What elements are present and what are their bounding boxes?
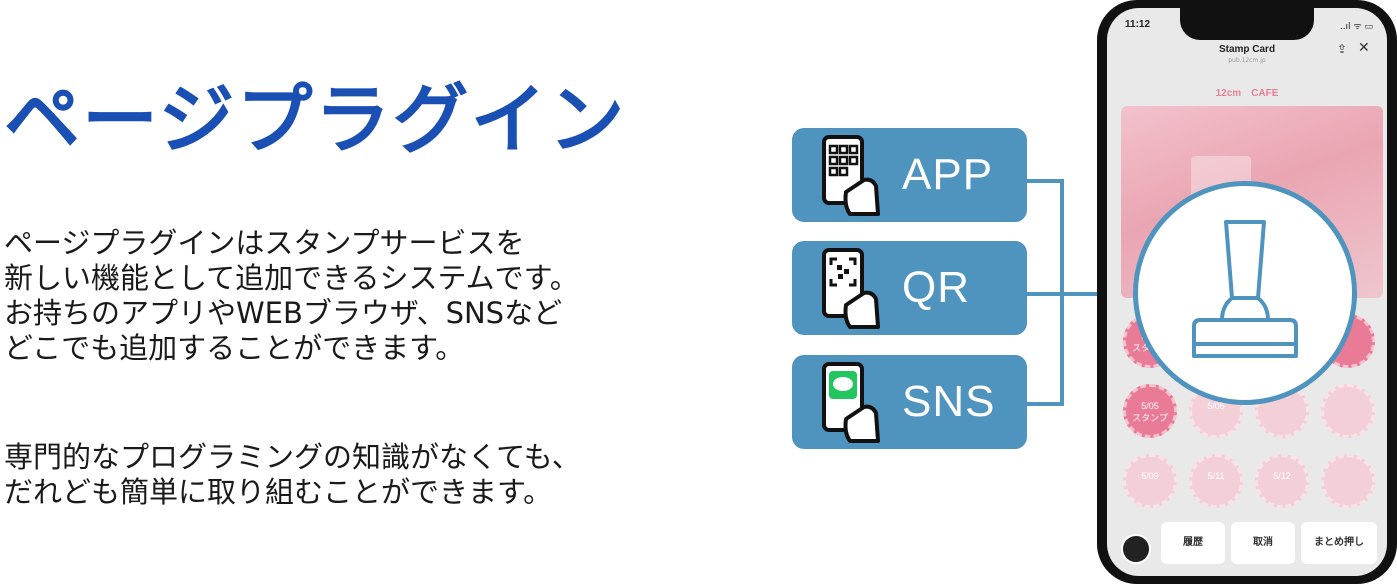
stamp-text: スタンプ — [1132, 413, 1168, 423]
description-line: 新しい機能として追加できるシステムです。 — [4, 261, 579, 295]
channel-card-qr: QR — [792, 241, 1027, 335]
description-line: 専門的なプログラミングの知識がなくても、 — [4, 440, 581, 474]
description-line: だれども簡単に取り組むことができます。 — [4, 475, 553, 509]
description-paragraph-2: 専門的なプログラミングの知識がなくても、 だれども簡単に取り組むことができます。 — [4, 440, 581, 510]
stamp-date: 5/05 — [1207, 401, 1225, 411]
status-icons: ..ıl ᯤ ▭ — [1339, 22, 1373, 32]
stamp-slot: 5/09 — [1123, 454, 1177, 508]
close-icon[interactable]: ✕ — [1358, 40, 1370, 56]
stamp-slot — [1321, 384, 1375, 438]
stamp-slot: 5/05 スタンプ — [1123, 384, 1177, 438]
stamp-slot — [1321, 454, 1375, 508]
app-grid-phone-icon — [822, 135, 880, 216]
cancel-button[interactable]: 取消 — [1231, 522, 1295, 564]
stamp-date: 5/09 — [1141, 471, 1159, 481]
description-line: ページプラグインはスタンプサービスを — [4, 226, 525, 260]
phone-notch — [1180, 8, 1314, 40]
stamp-icon — [1192, 220, 1298, 358]
description-line: お持ちのアプリやWEBブラウザ、SNSなど — [4, 296, 563, 330]
magnifier-circle — [1133, 181, 1357, 405]
avatar[interactable] — [1121, 534, 1151, 564]
chat-phone-icon — [822, 362, 880, 443]
stamp-slot: 5/12 — [1255, 454, 1309, 508]
status-time: 11:12 — [1125, 19, 1151, 30]
batch-stamp-button[interactable]: まとめ押し — [1301, 522, 1377, 564]
stamp-date: 5/12 — [1273, 471, 1291, 481]
channel-card-sns: SNS — [792, 355, 1027, 449]
stamp-slot: 5/11 — [1189, 454, 1243, 508]
description-paragraph-1: ページプラグインはスタンプサービスを 新しい機能として追加できるシステムです。 … — [4, 226, 579, 366]
share-icon[interactable]: ⇪ — [1337, 42, 1348, 56]
description-line: どこでも追加することができます。 — [4, 331, 465, 365]
stamp-card-title: Stamp Card — [1218, 44, 1276, 55]
channel-card-app: APP — [792, 128, 1027, 222]
stamp-date: 5/11 — [1207, 471, 1225, 481]
stamp-card-url: pub.12cm.jp — [1228, 57, 1266, 64]
shop-name: 12cm CAFE — [1215, 88, 1279, 99]
channel-label: APP — [902, 150, 994, 199]
history-button[interactable]: 履歴 — [1161, 522, 1225, 564]
channel-label: SNS — [902, 377, 996, 426]
page-title: ページプラグイン — [4, 75, 627, 164]
qr-phone-icon — [822, 248, 880, 329]
channel-label: QR — [902, 263, 970, 312]
stamp-date: 5/05 — [1141, 401, 1159, 411]
